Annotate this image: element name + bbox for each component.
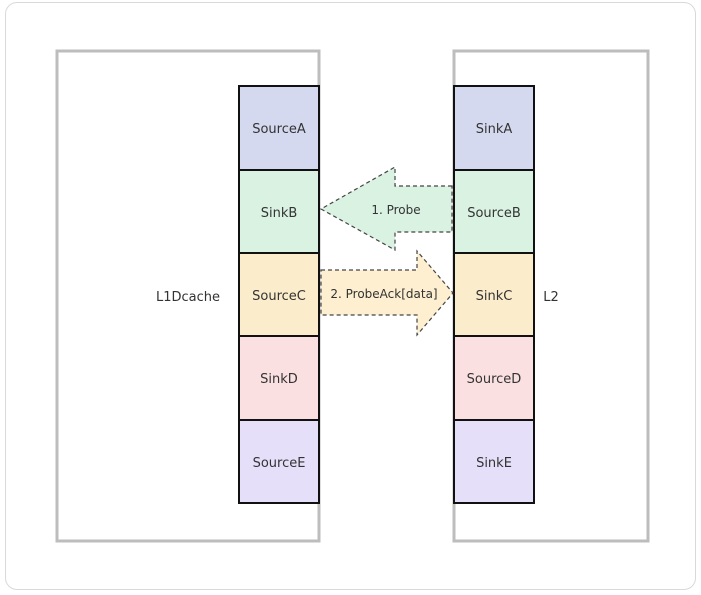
probe-arrow [319, 165, 453, 252]
slot-sink-d [238, 335, 320, 421]
slot-sink-e-label: SinkE [476, 456, 512, 471]
slot-source-b [453, 169, 535, 254]
slot-source-d-label: SourceD [467, 372, 522, 387]
slot-source-c [238, 252, 320, 337]
slot-source-b-label: SourceB [467, 206, 521, 221]
l2-slots: SinkA SourceB SinkC SourceD SinkE [453, 85, 535, 504]
slot-source-e-label: SourceE [253, 456, 306, 471]
slot-sink-e [453, 419, 535, 504]
l1dcache-slots: SourceA SinkB SourceC SinkD SourceE [238, 85, 320, 504]
slot-sink-a [453, 85, 535, 171]
slot-source-c-label: SourceC [252, 289, 306, 304]
slot-sink-d-label: SinkD [260, 372, 298, 387]
probe-ack-arrow [320, 249, 454, 337]
slot-sink-b [238, 169, 320, 254]
slot-source-a-label: SourceA [252, 122, 306, 137]
l2-label: L2 [543, 290, 559, 305]
l1dcache-label: L1Dcache [156, 290, 220, 305]
slot-sink-c [453, 252, 535, 337]
probe-arrow-label: 1. Probe [371, 203, 420, 217]
slot-sink-b-label: SinkB [261, 206, 298, 221]
slot-sink-a-label: SinkA [476, 122, 513, 137]
slot-source-e [238, 419, 320, 504]
slot-sink-c-label: SinkC [476, 289, 513, 304]
probe-ack-arrow-label: 2. ProbeAck[data] [330, 287, 437, 301]
